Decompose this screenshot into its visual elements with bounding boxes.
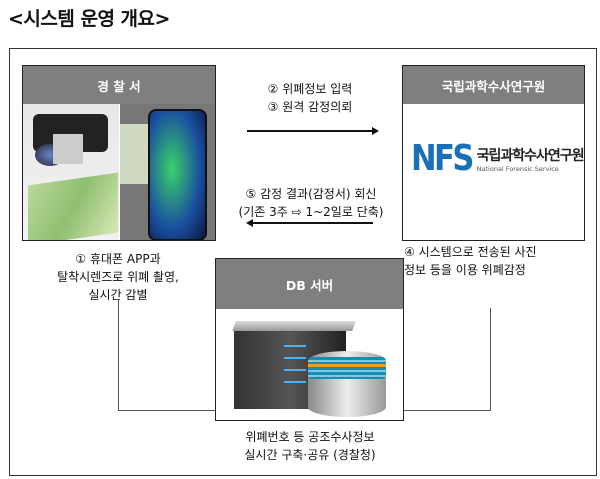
- result-label: ⑤ 감정 결과(감정서) 회신 (기존 3주 ⇨ 1~2일로 단축): [218, 185, 404, 221]
- caption-line: 위폐번호 등 공조수사정보: [245, 430, 375, 444]
- label-line: ⑤ 감정 결과(감정서) 회신: [245, 187, 377, 201]
- caption-line: 탈착시렌즈로 위폐 촬영,: [57, 270, 179, 284]
- nfs-logo-letters: NFS: [411, 138, 474, 179]
- nfs-header: 국립과학수사연구원: [403, 66, 584, 104]
- arrowhead-left-icon: [246, 219, 253, 227]
- db-server-box: DB 서버: [215, 258, 404, 421]
- label-line: ③ 원격 감정의뢰: [267, 100, 353, 114]
- connector-line: [490, 308, 491, 411]
- phone-lens-photo: [23, 104, 119, 240]
- arrow-left: [252, 222, 373, 224]
- label-line: ② 위폐정보 입력: [267, 82, 353, 96]
- db-header: DB 서버: [216, 259, 403, 309]
- caption-line: ① 휴대폰 APP과: [75, 252, 161, 266]
- caption-line: ④ 시스템으로 전송된 사진: [404, 245, 537, 259]
- caption-line: 정보 등을 이용 위폐감정: [404, 263, 526, 277]
- connector-line: [118, 300, 119, 411]
- police-station-box: 경 찰 서: [22, 65, 216, 241]
- caption-line: 실시간 감별: [88, 288, 148, 302]
- police-header: 경 찰 서: [23, 66, 215, 104]
- database-icon: [308, 351, 386, 417]
- connector-line: [403, 410, 491, 411]
- connector-line: [118, 410, 216, 411]
- nfs-logo-korean: 국립과학수사연구원: [476, 147, 585, 164]
- nfs-logo-english: National Forensic Service: [476, 164, 559, 173]
- page-title: <시스템 운영 개요>: [8, 8, 170, 30]
- nfs-caption: ④ 시스템으로 전송된 사진 정보 등을 이용 위폐감정: [404, 243, 537, 279]
- arrowhead-right-icon: [372, 127, 379, 135]
- db-caption: 위폐번호 등 공조수사정보 실시간 구축·공유 (경찰청): [205, 428, 415, 464]
- nfs-logo: NFS 국립과학수사연구원 National Forensic Service: [411, 138, 585, 179]
- police-caption: ① 휴대폰 APP과 탈착시렌즈로 위폐 촬영, 실시간 감별: [20, 250, 216, 304]
- nfs-box: 국립과학수사연구원 NFS 국립과학수사연구원 National Forensi…: [402, 65, 585, 241]
- label-line: (기존 3주 ⇨ 1~2일로 단축): [238, 205, 384, 219]
- phone-uv-photo: [120, 104, 215, 240]
- request-label: ② 위폐정보 입력 ③ 원격 감정의뢰: [230, 80, 390, 116]
- diagram-frame: [9, 48, 597, 476]
- caption-line: 실시간 구축·공유 (경찰청): [244, 448, 376, 462]
- arrow-right: [247, 130, 375, 132]
